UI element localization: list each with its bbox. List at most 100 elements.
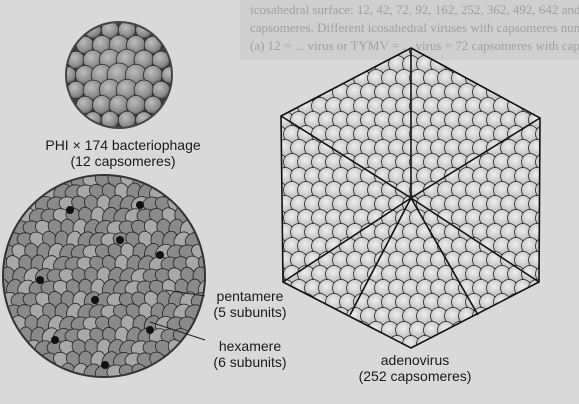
hexamere-label-subtitle: (6 subunits) — [200, 354, 300, 370]
capsomere — [431, 336, 448, 353]
capsomere — [543, 308, 560, 325]
capsomere — [459, 336, 476, 353]
vertex-dot — [51, 336, 59, 344]
vertex-dot — [91, 296, 99, 304]
capsomere — [298, 70, 315, 87]
phi-label-title: PHI × 174 bacteriophage — [18, 137, 228, 153]
vertex-dot — [66, 206, 74, 214]
capsomere — [522, 294, 539, 311]
capsomere — [312, 322, 329, 339]
vertex-dot — [36, 276, 44, 284]
pentamere-label-subtitle: (5 subunits) — [200, 304, 300, 320]
capsomere — [487, 308, 504, 325]
capsomere — [543, 140, 560, 157]
capsomere — [284, 70, 301, 87]
capsomere — [291, 84, 308, 101]
phi-x174-capsid-illustration — [60, 21, 179, 129]
capsomere — [508, 322, 525, 339]
capsomere — [333, 308, 350, 325]
capsomere — [515, 308, 532, 325]
capsomere — [162, 97, 178, 113]
capsomere — [60, 97, 76, 113]
capsomere — [76, 96, 94, 114]
capsomere — [543, 252, 560, 269]
capsomere — [144, 96, 162, 114]
capsomere — [136, 112, 153, 129]
capsomere — [60, 37, 76, 53]
vertex-dot — [156, 251, 164, 259]
capsomere — [536, 294, 553, 311]
capsomere — [319, 308, 336, 325]
capsomere — [270, 70, 287, 87]
adenovirus-label: adenovirus (252 capsomeres) — [350, 352, 480, 384]
capsomere — [536, 322, 553, 339]
capsomere — [543, 196, 560, 213]
phi-label: PHI × 174 bacteriophage (12 capsomeres) — [18, 137, 228, 169]
capsomere — [375, 336, 392, 353]
capsomere — [473, 336, 490, 353]
capsomere — [529, 280, 546, 297]
capsomere — [494, 70, 511, 87]
capsomere — [543, 84, 560, 101]
capsomere — [522, 70, 539, 87]
capsomere — [162, 37, 178, 53]
capsomere — [60, 67, 77, 84]
capsomere — [361, 336, 378, 353]
capsomere — [445, 336, 462, 353]
capsomere — [326, 322, 343, 339]
capsomere — [305, 308, 322, 325]
capsomere — [508, 70, 525, 87]
capsomere — [312, 70, 329, 87]
capsomere — [480, 322, 497, 339]
capsomere — [515, 336, 532, 353]
capsomere — [494, 322, 511, 339]
capsomere — [340, 322, 357, 339]
capsomere — [522, 322, 539, 339]
capsomere — [85, 112, 102, 129]
capsomere — [162, 67, 179, 84]
capsomere — [501, 336, 518, 353]
capsomere — [529, 336, 546, 353]
capsomere — [326, 70, 343, 87]
adenovirus-label-subtitle: (252 capsomeres) — [350, 368, 480, 384]
capsomere — [270, 322, 287, 339]
capsomere — [354, 322, 371, 339]
pentamere-label: pentamere (5 subunits) — [200, 288, 300, 320]
capsomere — [529, 84, 546, 101]
vertex-dot — [136, 201, 144, 209]
capsomere — [333, 336, 350, 353]
capsomere — [543, 224, 560, 241]
adenovirus-label-title: adenovirus — [350, 352, 480, 368]
capsomere — [466, 322, 483, 339]
capsomere — [543, 280, 560, 297]
vertex-dot — [101, 361, 109, 369]
capsomere — [487, 336, 504, 353]
capsomere — [494, 294, 511, 311]
capsomere — [277, 84, 294, 101]
background-text-line-2: capsomeres. Different icosahedral viruse… — [250, 20, 579, 36]
capsomere — [305, 336, 322, 353]
vertex-dot — [146, 326, 154, 334]
capsomere — [536, 70, 553, 87]
capsomere — [543, 112, 560, 129]
hexamere-label: hexamere (6 subunits) — [200, 338, 300, 370]
phi-label-subtitle: (12 capsomeres) — [18, 153, 228, 169]
capsomere — [543, 168, 560, 185]
background-text-line-1: icosahedral surface: 12, 42, 72, 92, 162… — [250, 2, 579, 18]
capsomere — [347, 336, 364, 353]
hexamere-label-title: hexamere — [200, 338, 300, 354]
capsomere — [452, 322, 469, 339]
background-text-line-3: (a) 12 = ... virus or TYMV = ... virus =… — [250, 38, 579, 54]
capsomere-sphere-illustration — [0, 169, 217, 384]
capsomere — [480, 70, 497, 87]
capsomere — [515, 84, 532, 101]
capsomere — [319, 336, 336, 353]
capsomere — [298, 322, 315, 339]
capsomere — [284, 322, 301, 339]
capsomere — [270, 98, 287, 115]
vertex-dot — [116, 236, 124, 244]
capsomere — [501, 308, 518, 325]
capsomere — [529, 308, 546, 325]
adenovirus-capsid-illustration — [270, 42, 560, 353]
capsomere — [543, 336, 560, 353]
